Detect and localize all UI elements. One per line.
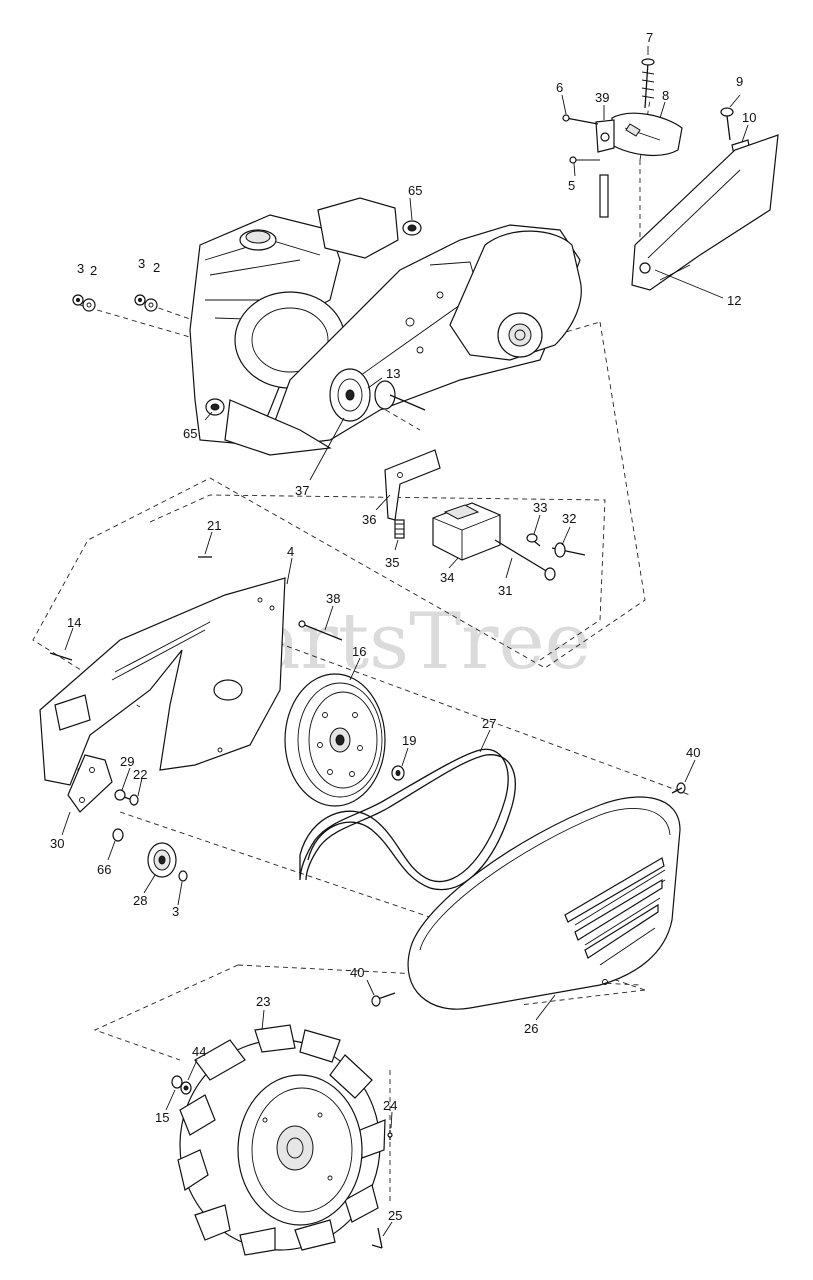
callout-19: 19 (402, 733, 416, 748)
callout-40-upper: 40 (686, 745, 700, 760)
callout-31: 31 (498, 583, 512, 598)
pin-14 (49, 652, 73, 661)
wheel-23 (177, 1024, 386, 1256)
callout-labels: 7 6 39 8 9 10 5 65 3 2 3 2 12 13 65 37 3… (50, 30, 756, 1223)
washer-19 (391, 765, 405, 781)
callout-27: 27 (482, 716, 496, 731)
callout-35: 35 (385, 555, 399, 570)
callout-24: 24 (383, 1098, 397, 1113)
leader-lines (61, 46, 749, 1237)
engine-assembly (189, 197, 582, 456)
callout-65-lower: 65 (183, 426, 197, 441)
callout-37: 37 (295, 483, 309, 498)
callout-44: 44 (192, 1044, 206, 1059)
box-34 (432, 502, 501, 561)
washer-66 (112, 828, 124, 842)
idler-bracket-30 (67, 754, 113, 813)
bolt-33 (526, 533, 541, 547)
callout-14: 14 (67, 615, 81, 630)
callout-28: 28 (133, 893, 147, 908)
callout-7: 7 (646, 30, 653, 45)
callout-2-a: 2 (90, 263, 97, 278)
callout-25: 25 (388, 1208, 402, 1223)
callout-21: 21 (207, 518, 221, 533)
callout-3-b: 3 (138, 256, 145, 271)
callout-4: 4 (287, 544, 294, 559)
callout-26: 26 (524, 1021, 538, 1036)
spacer-32 (551, 542, 586, 558)
callout-16: 16 (352, 644, 366, 659)
callout-36: 36 (362, 512, 376, 527)
washers-44-15 (171, 1075, 192, 1095)
bolt-29-22 (114, 789, 139, 806)
nut-65-upper (402, 220, 422, 236)
callout-13: 13 (386, 366, 400, 381)
callout-38: 38 (326, 591, 340, 606)
callout-66: 66 (97, 862, 111, 877)
callout-29: 29 (120, 754, 134, 769)
inner-guard-plate (39, 577, 286, 786)
belt-27 (299, 748, 516, 891)
belt-cover-26 (407, 796, 681, 1010)
callout-10: 10 (742, 110, 756, 125)
callout-65-upper: 65 (408, 183, 422, 198)
idler-pulley-28 (147, 842, 177, 878)
hitch-assembly (562, 58, 779, 291)
pin-38 (298, 620, 343, 641)
washers-upper-left (72, 294, 158, 312)
callout-34: 34 (440, 570, 454, 585)
callout-39: 39 (595, 90, 609, 105)
callout-33: 33 (533, 500, 547, 515)
nut-3-lower (178, 870, 188, 882)
pulley-16 (284, 673, 386, 807)
bracket-36 (384, 449, 441, 521)
pin-24 (387, 1130, 393, 1140)
callout-30: 30 (50, 836, 64, 851)
callout-5: 5 (568, 178, 575, 193)
nut-65-lower (205, 398, 225, 416)
callout-9: 9 (736, 74, 743, 89)
callout-2-b: 2 (153, 260, 160, 275)
callout-3-a: 3 (77, 261, 84, 276)
callout-12: 12 (727, 293, 741, 308)
pin-25 (371, 1227, 383, 1249)
callout-23: 23 (256, 994, 270, 1009)
callout-8: 8 (662, 88, 669, 103)
spring-35 (394, 519, 405, 539)
callout-40-lower: 40 (350, 965, 364, 980)
callout-15: 15 (155, 1110, 169, 1125)
bolt-40-lower (371, 992, 396, 1007)
callout-32: 32 (562, 511, 576, 526)
callout-3-c: 3 (172, 904, 179, 919)
bolt-31 (494, 539, 556, 581)
callout-22: 22 (133, 767, 147, 782)
bolt-40-upper (671, 782, 686, 794)
callout-6: 6 (556, 80, 563, 95)
